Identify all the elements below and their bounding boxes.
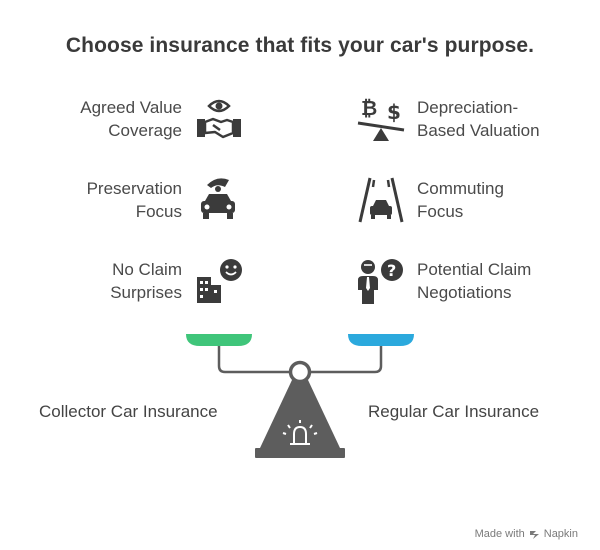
pivot — [288, 360, 312, 384]
alarm-light-icon — [282, 420, 318, 445]
left-item-line1: No Claim — [112, 260, 182, 279]
left-pan — [186, 334, 252, 346]
right-item-line2: Negotiations — [417, 283, 512, 302]
right-item-line1: Commuting — [417, 179, 504, 198]
collector-car-insurance-label: Collector Car Insurance — [39, 402, 218, 421]
right-item-line2: Focus — [417, 202, 464, 221]
napkin-logo-icon — [529, 530, 539, 539]
page-title: Choose insurance that fits your car's pu… — [65, 34, 535, 57]
right-beam — [310, 346, 383, 374]
watermark: Made with Napkin — [475, 528, 578, 540]
right-pan — [348, 334, 414, 346]
left-beam — [217, 346, 290, 374]
right-item-commuting: Commuting Focus — [417, 177, 504, 223]
left-item-no-claim: No Claim Surprises — [110, 258, 182, 304]
eye-handshake-icon — [197, 99, 241, 139]
left-item-line2: Focus — [135, 202, 182, 221]
left-item-line2: Coverage — [108, 121, 182, 140]
left-item-line1: Agreed Value — [80, 98, 182, 117]
right-item-depreciation: Depreciation- Based Valuation — [417, 96, 540, 142]
right-item-line2: Based Valuation — [417, 121, 540, 140]
left-item-agreed-value: Agreed Value Coverage — [80, 96, 182, 142]
fulcrum — [260, 380, 340, 448]
bitcoin-dollar-seesaw-icon: ₿ $ — [357, 96, 405, 141]
car-on-road-icon — [358, 177, 404, 223]
left-item-preservation: Preservation Focus — [87, 177, 182, 223]
right-item-line1: Depreciation- — [417, 98, 519, 117]
right-item-claim-negotiations: Potential Claim Negotiations — [417, 258, 531, 304]
person-question-icon: ? — [358, 259, 403, 304]
svg-text:₿: ₿ — [361, 96, 377, 120]
left-item-line2: Surprises — [110, 283, 182, 302]
svg-text:$: $ — [387, 100, 401, 124]
svg-text:?: ? — [387, 261, 396, 280]
building-smiley-icon — [197, 259, 242, 303]
right-item-line1: Potential Claim — [417, 260, 532, 279]
watermark-brand: Napkin — [543, 528, 578, 540]
regular-car-insurance-label: Regular Car Insurance — [368, 402, 540, 421]
scale-base — [255, 448, 345, 458]
car-with-cover-icon — [201, 178, 235, 219]
left-item-line1: Preservation — [86, 179, 182, 198]
watermark-text: Made with — [474, 528, 525, 540]
